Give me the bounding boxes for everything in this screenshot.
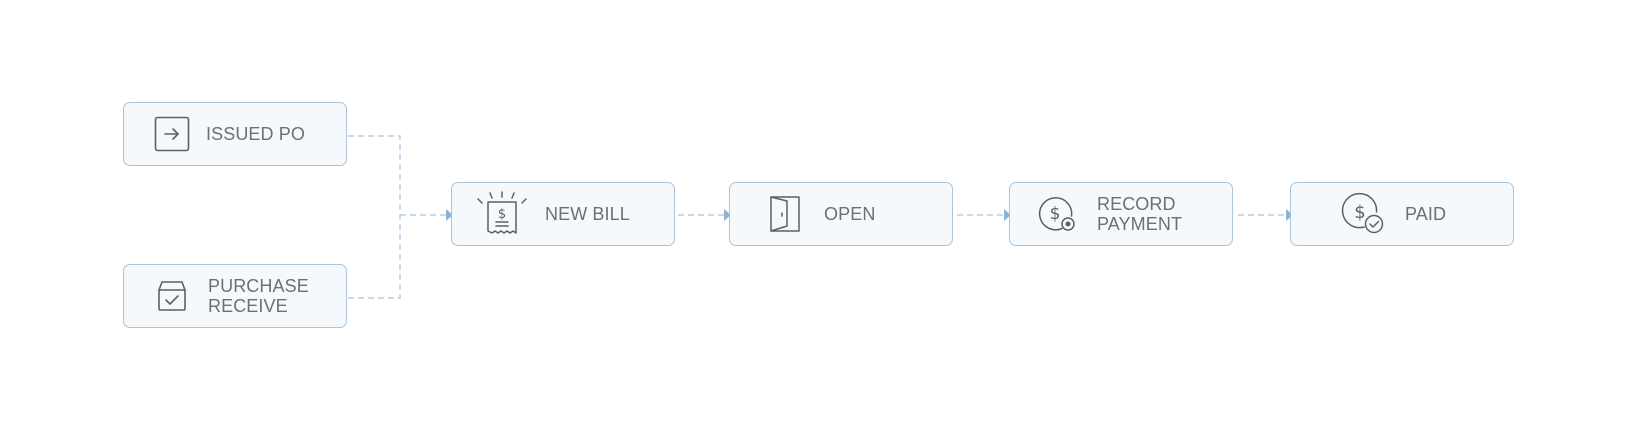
box-check-icon [156, 280, 188, 312]
dollar-gear-icon: $ [1038, 195, 1076, 233]
node-record-payment[interactable]: $ RECORD PAYMENT [1009, 182, 1233, 246]
svg-text:$: $ [498, 207, 506, 222]
node-label: RECORD PAYMENT [1097, 194, 1182, 234]
receipt-dollar-icon: $ [476, 191, 528, 237]
node-label: NEW BILL [545, 204, 630, 224]
node-new-bill[interactable]: $ NEW BILL [451, 182, 675, 246]
node-issued-po[interactable]: ISSUED PO [123, 102, 347, 166]
arrowhead-paid [1286, 209, 1293, 221]
door-open-icon [769, 195, 801, 233]
edge-issued-po-to-merge [348, 135, 401, 215]
node-label: OPEN [824, 204, 876, 224]
node-label-line-2: RECEIVE [208, 296, 288, 316]
node-label-line-1: RECORD [1097, 194, 1176, 214]
node-label: ISSUED PO [206, 124, 305, 144]
arrowhead-new-bill [446, 209, 453, 221]
node-label-line-1: PURCHASE [208, 276, 309, 296]
svg-text:$: $ [1050, 204, 1061, 224]
dollar-check-icon: $ [1341, 192, 1385, 236]
node-label: PURCHASE RECEIVE [208, 276, 309, 316]
node-open[interactable]: OPEN [729, 182, 953, 246]
arrow-right-square-icon [154, 116, 190, 152]
svg-text:$: $ [1354, 202, 1365, 223]
arrowhead-record-payment [1004, 209, 1011, 221]
node-purchase-receive[interactable]: PURCHASE RECEIVE [123, 264, 347, 328]
node-label: PAID [1405, 204, 1447, 224]
edge-purchase-receive-to-merge [348, 215, 401, 299]
node-label-line-2: PAYMENT [1097, 214, 1183, 234]
arrowhead-open [724, 209, 731, 221]
node-paid[interactable]: $ PAID [1290, 182, 1514, 246]
